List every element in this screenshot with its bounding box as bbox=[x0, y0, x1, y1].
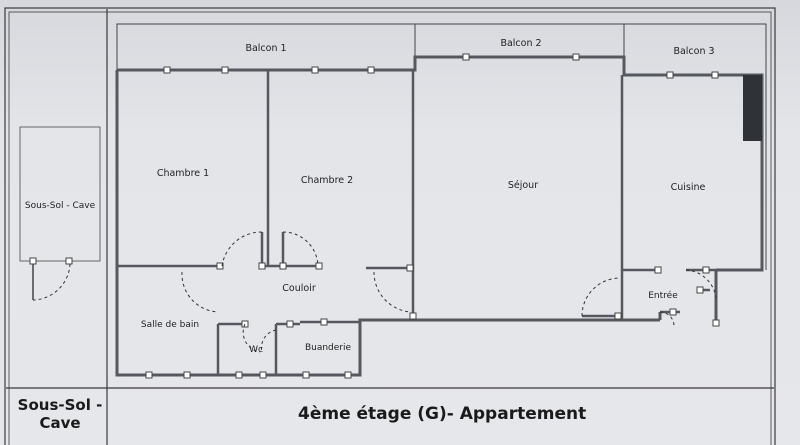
window-markers bbox=[145, 53, 720, 379]
page-frame bbox=[4, 7, 776, 445]
exterior-walls bbox=[115, 55, 764, 377]
label-wc: Wc bbox=[249, 345, 263, 355]
label-balcon-3: Balcon 3 bbox=[673, 46, 714, 57]
interior-walls bbox=[117, 70, 716, 375]
cave-plan bbox=[19, 126, 101, 301]
label-cuisine: Cuisine bbox=[671, 182, 706, 193]
label-balcon-2: Balcon 2 bbox=[500, 38, 541, 49]
label-cave: Sous-Sol - Cave bbox=[25, 201, 96, 211]
footer-cave-caption: Sous-Sol - Cave bbox=[12, 396, 108, 432]
label-balcon-1: Balcon 1 bbox=[245, 43, 286, 54]
inner-frame bbox=[8, 11, 772, 445]
plan-outline-thin bbox=[116, 23, 767, 270]
footer-cave-line-2: Cave bbox=[39, 414, 81, 432]
label-sejour: Séjour bbox=[508, 180, 538, 191]
plan-title: 4ème étage (G)- Appartement bbox=[298, 404, 587, 424]
label-entree: Entrée bbox=[648, 290, 678, 301]
kitchen-counter bbox=[743, 75, 762, 141]
door-swings bbox=[181, 231, 717, 353]
label-chambre-1: Chambre 1 bbox=[157, 168, 209, 179]
label-chambre-2: Chambre 2 bbox=[301, 175, 353, 186]
label-buanderie: Buanderie bbox=[305, 343, 352, 353]
footer-cave-line-1: Sous-Sol - bbox=[17, 396, 103, 414]
label-salle-de-bain: Salle de bain bbox=[141, 320, 199, 330]
label-couloir: Couloir bbox=[282, 283, 316, 294]
